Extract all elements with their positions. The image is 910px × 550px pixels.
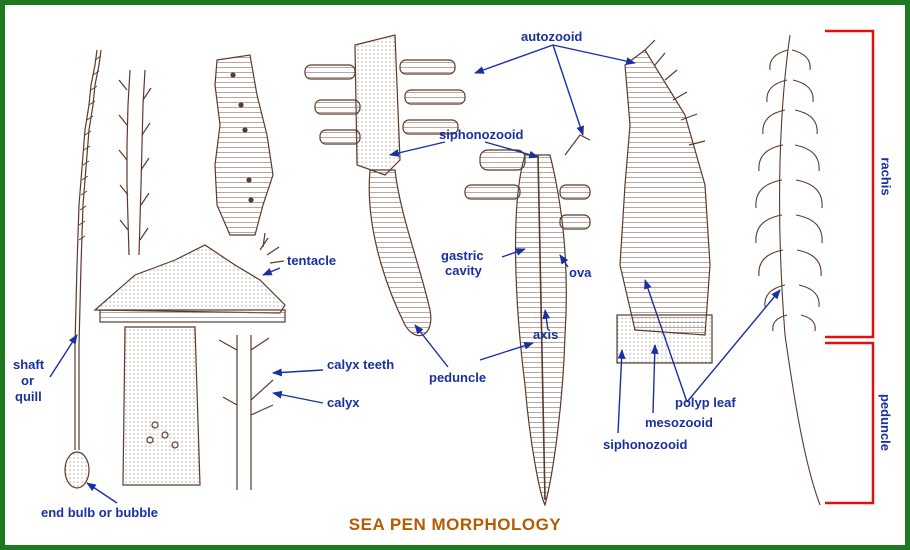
label-end-bulb: end bulb or bubble bbox=[41, 505, 158, 520]
label-siphonozooid-top: siphonozooid bbox=[439, 127, 524, 142]
polyp-leaf-drawing bbox=[616, 39, 713, 364]
pointer-arrows bbox=[49, 44, 781, 504]
peduncle-bracket bbox=[825, 341, 875, 505]
label-peduncle-right: peduncle bbox=[878, 393, 894, 452]
label-ova: ova bbox=[569, 265, 592, 280]
label-siphonozooid-bottom: siphonozooid bbox=[603, 437, 688, 452]
gastric-cavity-arrow bbox=[501, 248, 526, 258]
mesozooid-arrow bbox=[650, 344, 659, 414]
label-gastric-cavity-line1: gastric bbox=[441, 248, 484, 263]
end-bulb-arrow bbox=[86, 482, 118, 504]
polyp-leaf-arrow-1 bbox=[644, 279, 688, 403]
axis-arrow bbox=[542, 309, 551, 331]
full-sea-pen-drawing bbox=[755, 34, 823, 506]
calyx-teeth-arrow bbox=[272, 368, 324, 377]
label-gastric-cavity-line2: cavity bbox=[445, 263, 482, 278]
morphology-illustration bbox=[49, 29, 875, 507]
siphonozooid-arrow-1 bbox=[389, 141, 446, 157]
label-autozooid: autozooid bbox=[521, 29, 583, 44]
label-axis: axis bbox=[533, 327, 559, 342]
calyx-arrow bbox=[272, 390, 324, 404]
autozooid-arrow-3 bbox=[552, 44, 636, 65]
label-shaft-line2: or bbox=[21, 373, 34, 388]
label-polyp-leaf: polyp leaf bbox=[675, 395, 736, 410]
polyp-section-drawing bbox=[93, 232, 286, 490]
label-calyx-teeth: calyx teeth bbox=[327, 357, 395, 372]
branch-fragment-drawings bbox=[118, 54, 274, 256]
siphonozooid-arrow-2 bbox=[484, 141, 539, 159]
label-mesozooid: mesozooid bbox=[645, 415, 713, 430]
peduncle-arrow-1 bbox=[414, 324, 449, 368]
colony-drawing bbox=[304, 34, 466, 337]
label-shaft-line1: shaft bbox=[13, 357, 45, 372]
slender-sea-pen-drawing bbox=[64, 49, 102, 489]
rachis-bracket bbox=[825, 29, 875, 339]
peduncle-arrow-2 bbox=[479, 341, 534, 361]
label-tentacle: tentacle bbox=[287, 253, 337, 268]
diagram-title: SEA PEN MORPHOLOGY bbox=[348, 515, 562, 534]
autozooid-arrow-2 bbox=[552, 44, 584, 136]
autozooid-arrow-1 bbox=[474, 44, 554, 74]
label-rachis: rachis bbox=[878, 157, 894, 196]
shaft-arrow bbox=[49, 334, 78, 378]
label-peduncle-center: peduncle bbox=[429, 370, 487, 385]
label-calyx: calyx bbox=[327, 395, 360, 410]
dissected-colony-drawing bbox=[464, 134, 591, 507]
polyp-leaf-arrow-2 bbox=[686, 289, 781, 403]
label-shaft-line3: quill bbox=[15, 389, 42, 404]
siphonozooid-bottom-arrow bbox=[617, 349, 626, 434]
ova-arrow bbox=[559, 254, 569, 268]
tentacle-arrow bbox=[262, 267, 281, 276]
